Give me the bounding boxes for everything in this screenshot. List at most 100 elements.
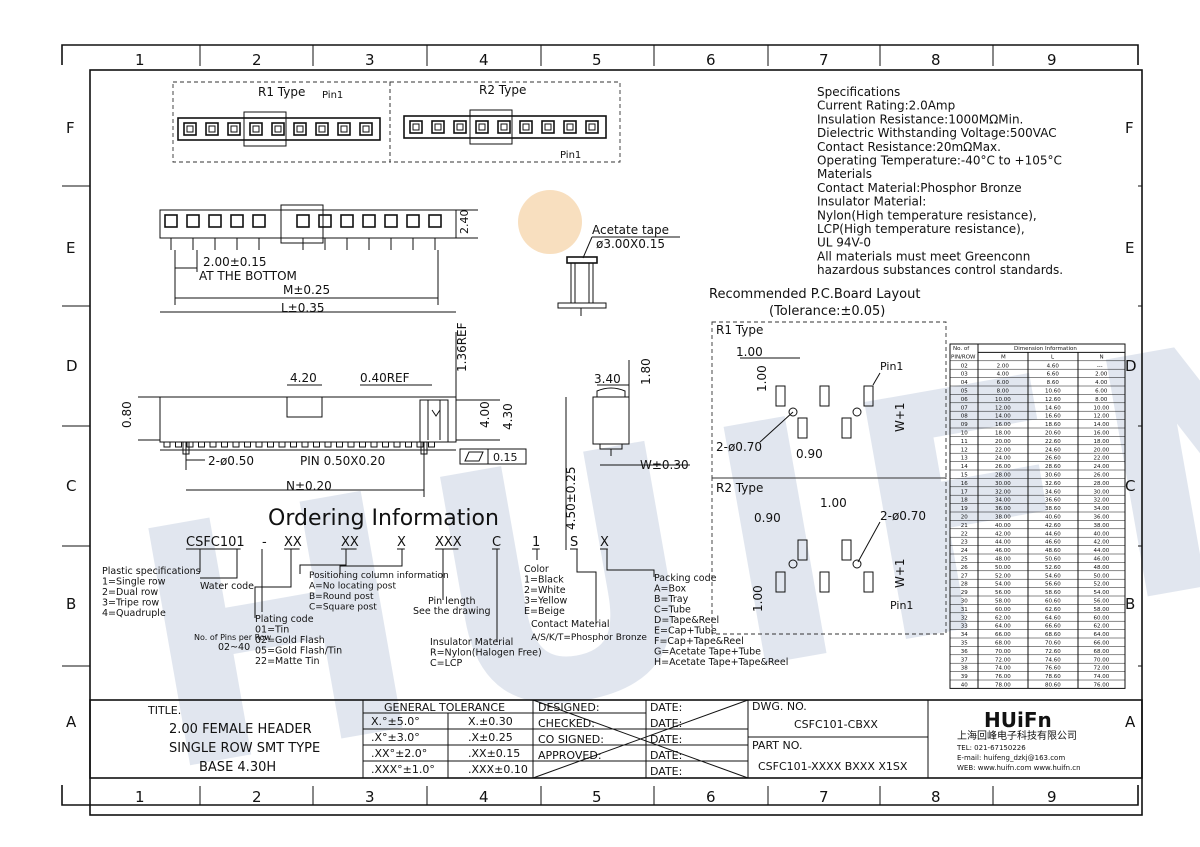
table-cell: 48.00 xyxy=(1094,565,1110,571)
table-cell: 18 xyxy=(961,498,968,504)
table-cell: 10.00 xyxy=(995,397,1011,403)
table-cell: 16.60 xyxy=(1045,414,1061,420)
smt-pin xyxy=(221,441,228,448)
pcb-pad xyxy=(819,571,830,593)
table-cell: 6.60 xyxy=(1047,372,1060,378)
spec-line: Specifications xyxy=(817,85,900,99)
date-label-2: DATE: xyxy=(650,717,682,730)
table-cell: 68.00 xyxy=(995,641,1011,647)
table-cell: 66.00 xyxy=(995,632,1011,638)
table-cell: 23 xyxy=(961,540,968,546)
smt-pin xyxy=(290,441,297,448)
pcb-r1-100b: 1.00 xyxy=(755,365,769,392)
checked-label: CHECKED: xyxy=(538,717,595,730)
table-cell: 21 xyxy=(961,523,968,529)
side-view: 2-ø0.50 PIN 0.50X0.20 N±0.20 0.80 4.20 0… xyxy=(120,322,527,497)
table-cell: 52.00 xyxy=(1094,582,1110,588)
table-cell: 50.60 xyxy=(1045,557,1061,563)
column-marker: 4 xyxy=(479,788,489,806)
dim-height: 4.50±0.25 xyxy=(564,467,578,531)
table-cell: 58.60 xyxy=(1045,590,1061,596)
table-cell: 17 xyxy=(961,489,968,495)
dim-4-00: 4.00 xyxy=(478,401,492,428)
insulator-material: C=LCP xyxy=(430,658,463,669)
packing-code: E=Cap+Tube xyxy=(654,626,717,637)
table-cell: 28.00 xyxy=(1094,481,1110,487)
table-cell: 40 xyxy=(961,683,968,689)
contact-cell xyxy=(293,122,307,136)
column-marker: 4 xyxy=(479,51,489,69)
row-marker: D xyxy=(1125,357,1137,375)
table-cell: 32.60 xyxy=(1045,481,1061,487)
packing-code: A=Box xyxy=(654,584,686,595)
pin1-label-r2: Pin1 xyxy=(560,150,581,161)
column-marker: 8 xyxy=(931,788,941,806)
pcb-pad xyxy=(863,385,874,407)
column-marker: 3 xyxy=(365,51,375,69)
dim-3-40: 3.40 xyxy=(594,372,621,386)
contact-material-title: Contact Material xyxy=(531,619,610,630)
table-cell: 38.00 xyxy=(995,515,1011,521)
table-cell: 29 xyxy=(961,590,968,596)
spec-line: Dielectric Withstanding Voltage:500VAC xyxy=(817,126,1057,140)
table-cell: 16.00 xyxy=(1094,431,1110,437)
front-contact xyxy=(384,214,398,228)
table-cell: 10 xyxy=(961,431,968,437)
column-marker: 9 xyxy=(1047,788,1057,806)
row-marker: B xyxy=(1125,595,1135,613)
table-cell: 38 xyxy=(961,666,968,672)
smt-pin xyxy=(186,441,194,448)
table-cell: 76.00 xyxy=(1094,683,1110,689)
table-cell: 18.00 xyxy=(995,431,1011,437)
row-marker: C xyxy=(1125,477,1135,495)
column-marker: 6 xyxy=(706,51,716,69)
table-cell: 56.00 xyxy=(995,590,1011,596)
pcb-pad xyxy=(841,417,852,439)
table-cell: 80.60 xyxy=(1045,683,1061,689)
table-cell: 70.00 xyxy=(1094,657,1110,663)
table-cell: 68.60 xyxy=(1045,632,1061,638)
smt-pin xyxy=(278,441,286,448)
table-cell: 58.00 xyxy=(995,599,1011,605)
front-contact xyxy=(252,214,266,228)
contact-cell xyxy=(315,122,329,136)
spec-line: Current Rating:2.0Amp xyxy=(817,99,955,113)
code-part: X xyxy=(397,535,406,550)
company-logo: HUiFn xyxy=(984,708,1052,732)
table-cell: 38.00 xyxy=(1094,523,1110,529)
plastic-spec: 4=Quadruple xyxy=(102,608,166,619)
smt-pin xyxy=(313,441,320,448)
table-cell: 37 xyxy=(961,657,968,663)
code-part: XXX xyxy=(435,535,462,550)
table-cell: 08 xyxy=(961,414,968,420)
table-cell: 54.00 xyxy=(1094,590,1110,596)
table-cell: 19 xyxy=(961,506,968,512)
row-marker: F xyxy=(66,119,75,137)
table-cell: 8.00 xyxy=(1095,397,1108,403)
table-cell: 35 xyxy=(961,641,968,647)
table-cell: 13 xyxy=(961,456,968,462)
table-cell: 50.00 xyxy=(995,565,1011,571)
column-marker: 5 xyxy=(592,788,602,806)
smt-pin xyxy=(382,441,389,448)
plating-code: 01=Tin xyxy=(255,625,289,636)
front-contact xyxy=(186,214,200,228)
contact-cell xyxy=(409,120,423,134)
code-part: C xyxy=(492,535,501,550)
table-cell: 07 xyxy=(961,405,968,411)
table-cell: 26.60 xyxy=(1045,456,1061,462)
table-cell: 60.60 xyxy=(1045,599,1061,605)
part-no: CSFC101-XXXX BXXX X1SX xyxy=(758,760,908,773)
column-marker: 3 xyxy=(365,788,375,806)
table-cell: 24 xyxy=(961,548,968,554)
plastic-spec: 2=Dual row xyxy=(102,587,158,598)
ordering-title: Ordering Information xyxy=(268,506,499,531)
table-cell: 31 xyxy=(961,607,968,613)
table-cell: 24.60 xyxy=(1045,447,1061,453)
table-cell: 20 xyxy=(961,515,968,521)
table-cell: 62.00 xyxy=(1094,624,1110,630)
table-cell: 6.00 xyxy=(1095,389,1108,395)
dim-n: N±0.20 xyxy=(286,479,332,493)
table-cell: 72.60 xyxy=(1045,649,1061,655)
date-label-1: DATE: xyxy=(650,701,682,714)
